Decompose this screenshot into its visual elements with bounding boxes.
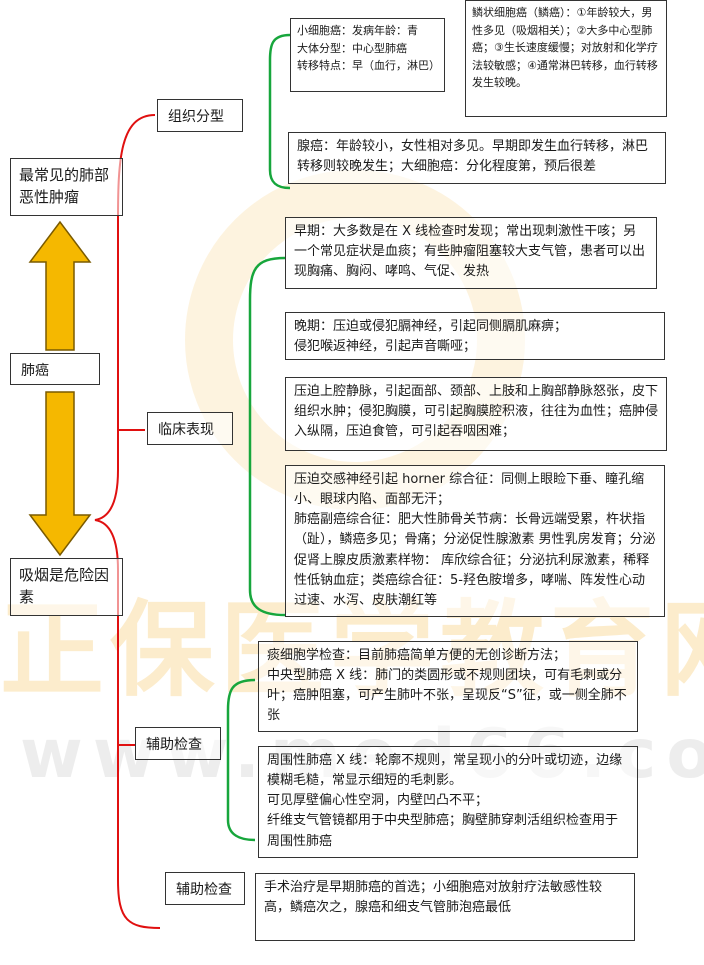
branch-label-treatment: 辅助检查 (165, 872, 245, 905)
arrow-down (28, 391, 92, 557)
red-main-brace (94, 114, 161, 929)
detail-sputum-central-xray: 痰细胞学检查：目前肺癌简单方便的无创诊断方法； 中央型肺癌 X 线：肺门的类圆形… (258, 641, 638, 732)
root-node-lung-cancer: 肺癌 (10, 353, 100, 385)
top-summary-box: 最常见的肺部恶性肿瘤 (10, 158, 123, 216)
detail-small-cell: 小细胞癌：发病年龄：青 大体分型：中心型肺癌 转移特点：早（血行，淋巴） (290, 18, 445, 92)
detail-compression: 压迫上腔静脉，引起面部、颈部、上肢和上胸部静脉怒张，皮下组织水肿；侵犯胸膜，可引… (285, 377, 667, 451)
detail-squamous: 鳞状细胞癌（鳞癌）：①年龄较大，男性多见（吸烟相关）；②大多中心型肺癌；③生长速… (465, 0, 667, 117)
green-brace-clinical (248, 256, 286, 617)
risk-factor-box: 吸烟是危险因素 (10, 558, 123, 616)
arrow-up (28, 220, 92, 351)
green-brace-aux (226, 678, 256, 842)
detail-peripheral-xray: 周围性肺癌 X 线：轮廓不规则，常呈现小的分叶或切迹，边缘模糊毛糙，常显示细短的… (258, 746, 638, 858)
detail-late-stage: 晚期：压迫或侵犯膈神经，引起同侧膈肌麻痹； 侵犯喉返神经，引起声音嘶哑； (285, 312, 665, 360)
branch-label-aux-exam: 辅助检查 (135, 727, 221, 760)
detail-treatment: 手术治疗是早期肺癌的首选；小细胞癌对放射疗法敏感性较高，鳞癌次之，腺癌和细支气管… (255, 873, 635, 941)
detail-early-stage: 早期：大多数是在 X 线检查时发现；常出现刺激性干咳；另一个常见症状是血痰；有些… (285, 217, 657, 289)
branch-label-clinical: 临床表现 (147, 412, 233, 445)
green-brace-histology (268, 33, 291, 190)
detail-syndromes: 压迫交感神经引起 horner 综合征：同侧上眼睑下垂、瞳孔缩小、眼球内陷、面部… (285, 465, 665, 617)
detail-adenocarcinoma: 腺癌：年龄较小，女性相对多见。早期即发生血行转移，淋巴转移则较晚发生；大细胞癌：… (288, 132, 666, 184)
branch-label-histology: 组织分型 (157, 99, 243, 132)
